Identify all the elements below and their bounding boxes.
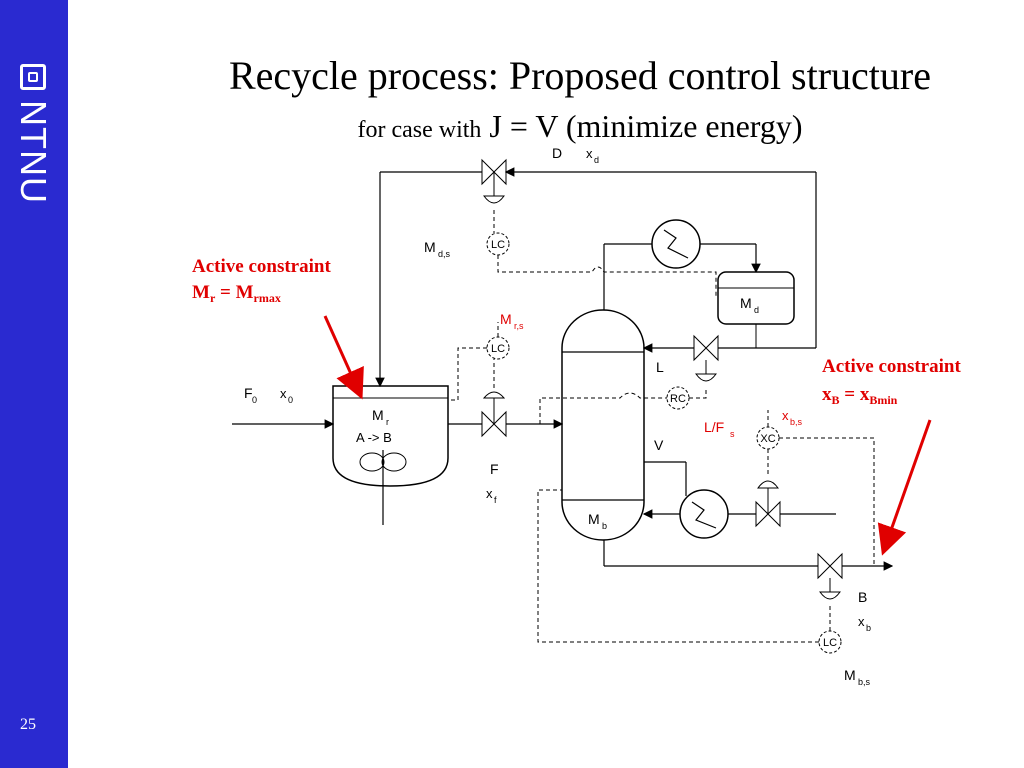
label-x0: x — [280, 386, 287, 401]
label-mb: M — [588, 511, 600, 527]
lc-reactor: LC — [486, 336, 510, 360]
label-f: F — [490, 461, 499, 477]
label-md: M — [740, 295, 752, 311]
reactor-vessel — [332, 385, 449, 487]
left-constraint-arrow — [323, 315, 364, 400]
right-constraint-arrow — [877, 419, 932, 556]
label-l: L — [656, 359, 664, 375]
rc-ratio: RC — [666, 386, 690, 410]
lc-distillate: LC — [486, 232, 510, 256]
subtitle-main: J = V (minimize energy) — [489, 108, 803, 144]
label-d: D — [552, 145, 562, 161]
reboiler-icon — [679, 489, 729, 539]
subtitle-prefix: for case with — [357, 117, 482, 143]
reflux-drum — [717, 271, 795, 325]
label-mds: M — [424, 239, 436, 255]
xc-composition: XC — [756, 426, 780, 450]
label-lfs-sub: s — [730, 429, 735, 439]
lc-reactor-label: LC — [491, 343, 505, 355]
label-f0: F — [244, 385, 253, 401]
label-mr-sub: r — [386, 417, 389, 427]
label-reaction: A -> B — [356, 430, 392, 445]
label-lfs: L/F — [704, 419, 724, 435]
label-xbs: x — [782, 408, 789, 423]
label-x0-sub: 0 — [288, 395, 293, 405]
label-mbs-sub: b,s — [858, 677, 871, 687]
label-md-sub: d — [754, 305, 759, 315]
right-constraint-title: Active constraint — [822, 356, 961, 377]
agitator-icon — [359, 450, 407, 525]
lc-bottoms-label: LC — [823, 637, 837, 649]
lc-distillate-label: LC — [491, 239, 505, 251]
logo-text: NTNU — [13, 100, 54, 204]
label-xd-sub: d — [594, 155, 599, 165]
left-constraint-eq: Mr = Mrmax — [192, 282, 281, 305]
label-xb: x — [858, 614, 865, 629]
label-xd: x — [586, 146, 593, 161]
rc-label: RC — [670, 393, 686, 405]
label-mrs: M — [500, 311, 512, 327]
slide-subtitle: for case with J = V (minimize energy) — [120, 108, 1024, 145]
slide-title: Recycle process: Proposed control struct… — [228, 53, 931, 98]
label-mb-sub: b — [602, 521, 607, 531]
reflux-valve-icon — [693, 334, 719, 362]
distillation-column — [561, 309, 645, 541]
signal-lines — [448, 210, 875, 643]
slide-number: 25 — [20, 716, 36, 733]
sidebar: NTNU 25 — [0, 0, 68, 768]
xc-label: XC — [760, 433, 775, 445]
label-mds-sub: d,s — [438, 249, 451, 259]
label-xf: x — [486, 486, 493, 501]
lc-bottoms: LC — [818, 630, 842, 654]
label-xb-sub: b — [866, 623, 871, 633]
ntnu-logo-icon — [20, 64, 46, 90]
label-xbs-sub: b,s — [790, 417, 803, 427]
label-mr: M — [372, 407, 384, 423]
label-mbs: M — [844, 667, 856, 683]
bottoms-valve-icon — [817, 552, 843, 580]
label-f0-sub: 0 — [252, 395, 257, 405]
label-mrs-sub: r,s — [514, 321, 524, 331]
left-constraint-title: Active constraint — [192, 256, 331, 277]
label-xf-sub: f — [494, 495, 497, 505]
right-constraint-eq: xB = xBmin — [822, 384, 898, 407]
label-v: V — [654, 437, 664, 453]
condenser-icon — [651, 219, 701, 269]
label-b: B — [858, 589, 867, 605]
